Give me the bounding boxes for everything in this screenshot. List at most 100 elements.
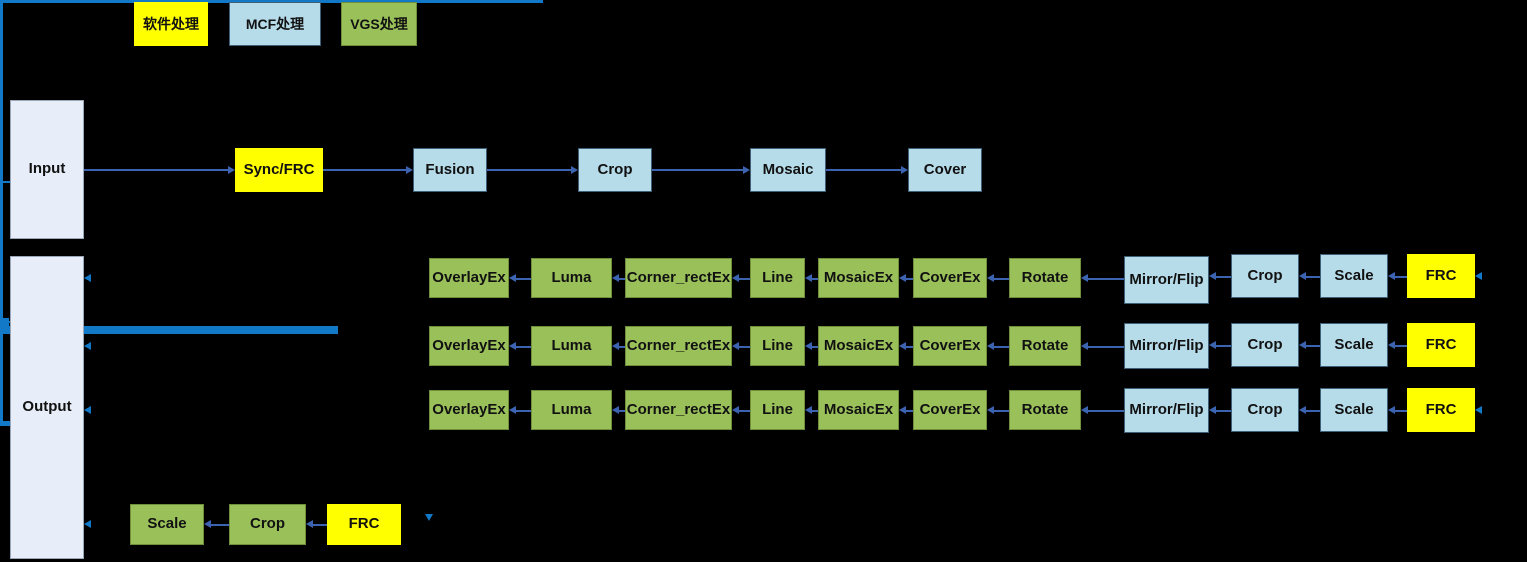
row-2-node-corner-rectex[interactable]: Corner_rectEx — [625, 326, 732, 366]
row-2-node-frc[interactable]: FRC — [1407, 323, 1475, 367]
row-2-node-crop[interactable]: Crop — [1231, 323, 1299, 367]
row-1-node-overlayex[interactable]: OverlayEx — [429, 258, 509, 298]
arrowhead-r3-overlayex — [509, 405, 516, 414]
edge-r1-frc-to-scale — [1395, 276, 1407, 278]
edge-r1-coverex-to-mosaicex — [906, 278, 913, 280]
arrowhead-r4-scale — [204, 519, 211, 528]
arrowhead-output-row3 — [84, 405, 91, 414]
row-3-node-luma[interactable]: Luma — [531, 390, 612, 430]
arrowhead-r2-scale — [1388, 340, 1395, 349]
edge-r2-mosaicex-to-line — [812, 346, 818, 348]
edge-input-to-syncfrc — [84, 169, 228, 171]
trunk-cover-right — [0, 0, 543, 3]
trunk-right-down — [0, 2, 3, 181]
row-1-node-frc[interactable]: FRC — [1407, 254, 1475, 298]
row-3-node-mosaicex[interactable]: MosaicEx — [818, 390, 899, 430]
arrowhead-r3-mosaicex — [899, 405, 906, 414]
arrowhead-r3-crop — [1299, 405, 1306, 414]
row-4-node-frc[interactable]: FRC — [327, 504, 401, 545]
row-4-node-crop[interactable]: Crop — [229, 504, 306, 545]
edge-r4-crop-to-scale — [211, 524, 229, 526]
pipeline-node-mosaic[interactable]: Mosaic — [750, 148, 826, 192]
arrowhead-r1-scale — [1388, 271, 1395, 280]
arrowhead-r1-line — [805, 273, 812, 282]
edge-r3-corner-to-luma — [619, 410, 625, 412]
row-3-node-overlayex[interactable]: OverlayEx — [429, 390, 509, 430]
row-3-node-rotate[interactable]: Rotate — [1009, 390, 1081, 430]
pipeline-node-fusion[interactable]: Fusion — [413, 148, 487, 192]
row-1-node-mosaicex[interactable]: MosaicEx — [818, 258, 899, 298]
row-2-node-rotate[interactable]: Rotate — [1009, 326, 1081, 366]
trunk-to-frc-row1 — [0, 318, 9, 321]
edge-r3-coverex-to-mosaicex — [906, 410, 913, 412]
arrowhead-r1-mirror — [1209, 271, 1216, 280]
row-1-node-crop[interactable]: Crop — [1231, 254, 1299, 298]
legend-item-vgs处理: VGS处理 — [341, 2, 417, 46]
edge-crop-to-mosaic — [652, 169, 743, 171]
edge-syncfrc-to-fusion — [323, 169, 406, 171]
edge-mosaic-to-cover — [826, 169, 901, 171]
arrowhead-r2-crop — [1299, 340, 1306, 349]
edge-r1-overlayex-to-output — [0, 325, 338, 329]
trunk-to-frc-row2 — [0, 320, 16, 324]
arrowhead-output-row2 — [84, 341, 91, 350]
edge-r2-crop-to-mirror — [1216, 345, 1231, 347]
arrowhead-frc-row3 — [1475, 405, 1482, 414]
arrowhead-r1-crop — [1299, 271, 1306, 280]
arrowhead-mosaic — [743, 165, 750, 174]
arrowhead-cover — [901, 165, 908, 174]
edge-r1-corner-to-luma — [619, 278, 625, 280]
row-3-node-mirror-flip[interactable]: Mirror/Flip — [1124, 388, 1209, 433]
row-2-node-coverex[interactable]: CoverEx — [913, 326, 987, 366]
row-1-node-luma[interactable]: Luma — [531, 258, 612, 298]
arrowhead-output-row4 — [84, 519, 91, 528]
io-block-output[interactable]: Output — [10, 256, 84, 559]
row-2-node-scale[interactable]: Scale — [1320, 323, 1388, 367]
io-block-input[interactable]: Input — [10, 100, 84, 239]
arrowhead-syncfrc — [228, 165, 235, 174]
edge-r1-crop-to-mirror — [1216, 276, 1231, 278]
row-2-node-overlayex[interactable]: OverlayEx — [429, 326, 509, 366]
legend-item-mcf处理: MCF处理 — [229, 2, 321, 46]
arrowhead-r2-luma — [612, 341, 619, 350]
pipeline-node-crop[interactable]: Crop — [578, 148, 652, 192]
row-2-node-line[interactable]: Line — [750, 326, 805, 366]
edge-r1-luma-to-overlayex — [516, 278, 531, 280]
edge-r3-line-to-corner — [739, 410, 750, 412]
row-1-node-mirror-flip[interactable]: Mirror/Flip — [1124, 256, 1209, 304]
edge-r2-luma-to-overlayex — [516, 346, 531, 348]
arrowhead-r2-coverex — [987, 341, 994, 350]
row-3-node-coverex[interactable]: CoverEx — [913, 390, 987, 430]
arrowhead-r2-corner — [732, 341, 739, 350]
row-1-node-line[interactable]: Line — [750, 258, 805, 298]
edge-r3-mirror-to-rotate — [1088, 410, 1124, 412]
row-3-node-corner-rectex[interactable]: Corner_rectEx — [625, 390, 732, 430]
row-1-node-corner-rectex[interactable]: Corner_rectEx — [625, 258, 732, 298]
row-2-node-mirror-flip[interactable]: Mirror/Flip — [1124, 323, 1209, 369]
edge-r3-mosaicex-to-line — [812, 410, 818, 412]
row-3-node-line[interactable]: Line — [750, 390, 805, 430]
row-3-node-scale[interactable]: Scale — [1320, 388, 1388, 432]
edge-r1-mosaicex-to-line — [812, 278, 818, 280]
trunk-fanout-vertical — [0, 183, 3, 319]
edge-r3-crop-to-mirror — [1216, 410, 1231, 412]
pipeline-node-sync-frc[interactable]: Sync/FRC — [235, 148, 323, 192]
row-2-node-mosaicex[interactable]: MosaicEx — [818, 326, 899, 366]
row-3-node-crop[interactable]: Crop — [1231, 388, 1299, 432]
edge-r2-mirror-to-rotate — [1088, 346, 1124, 348]
trunk-to-frc-row3 — [0, 323, 9, 326]
row-1-node-coverex[interactable]: CoverEx — [913, 258, 987, 298]
arrowhead-branch-down — [424, 514, 433, 521]
row-3-node-frc[interactable]: FRC — [1407, 388, 1475, 432]
row-4-node-scale[interactable]: Scale — [130, 504, 204, 545]
row-1-node-scale[interactable]: Scale — [1320, 254, 1388, 298]
arrowhead-r3-corner — [732, 405, 739, 414]
pipeline-node-cover[interactable]: Cover — [908, 148, 982, 192]
arrowhead-r3-rotate — [1081, 405, 1088, 414]
edge-r1-scale-to-crop — [1306, 276, 1320, 278]
row-1-node-rotate[interactable]: Rotate — [1009, 258, 1081, 298]
row-2-node-luma[interactable]: Luma — [531, 326, 612, 366]
arrowhead-r2-line — [805, 341, 812, 350]
branch-overlayex-down — [0, 333, 3, 421]
